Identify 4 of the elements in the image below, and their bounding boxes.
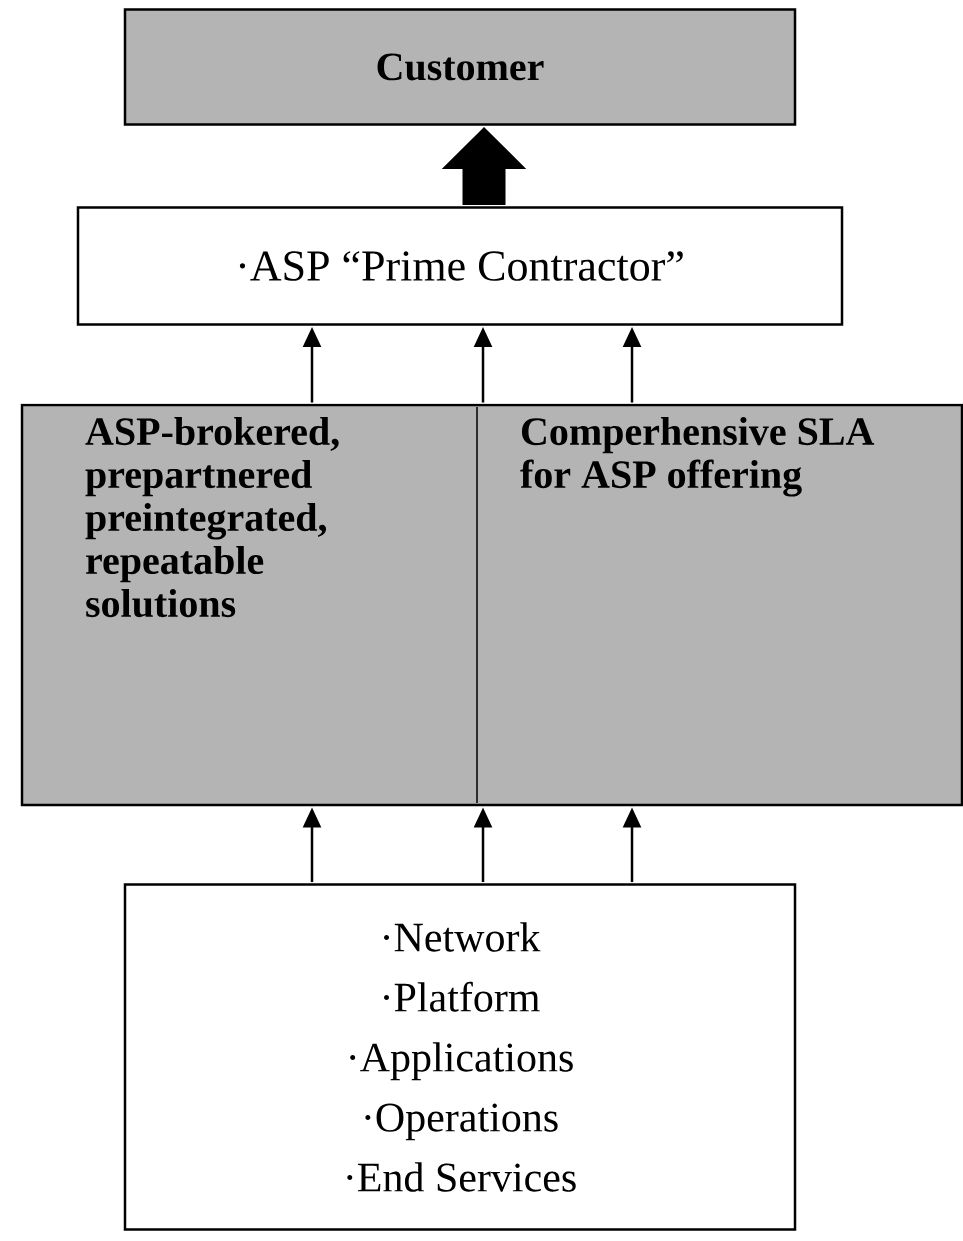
customer-box: Customer (123, 8, 797, 126)
solutions-panel: ASP-brokered, prepartnered preintegrated, repeatable solutions Comperhensive SLA for ASP offering (20, 403, 963, 807)
contractor-box: ·ASP “Prime Contractor” (76, 206, 844, 326)
services-box: ·Network ·Platform ·Applications ·Operations ·End Services (123, 883, 797, 1231)
